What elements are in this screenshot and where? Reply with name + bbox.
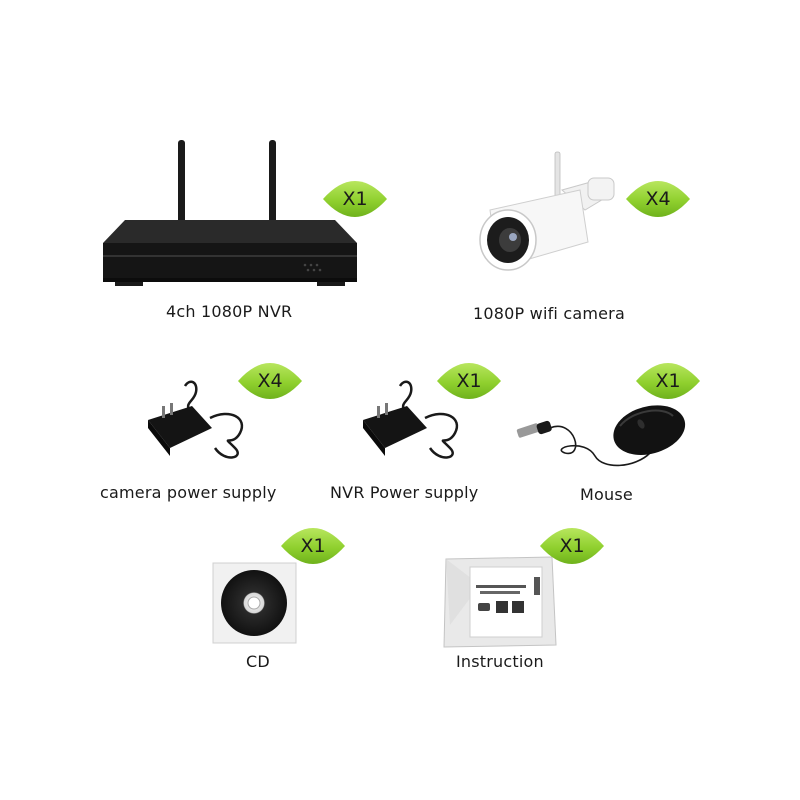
nvr-image — [103, 140, 357, 286]
quantity-badge: X1 — [323, 181, 387, 217]
quantity-badge: X1 — [281, 528, 345, 564]
mouse-label: Mouse — [580, 485, 633, 504]
nvr-power-supply-label: NVR Power supply — [330, 483, 479, 502]
cd-image — [212, 562, 297, 644]
power-adapter-image — [363, 380, 459, 459]
camera-label: 1080P wifi camera — [473, 304, 625, 323]
quantity-badge: X1 — [540, 528, 604, 564]
cd-label: CD — [246, 652, 270, 671]
instruction-label: Instruction — [456, 652, 544, 671]
camera-image — [479, 151, 615, 271]
quantity-badge: X1 — [437, 363, 501, 399]
nvr-label: 4ch 1080P NVR — [166, 302, 293, 321]
power-adapter-image — [148, 380, 244, 459]
quantity-badge: X4 — [626, 181, 690, 217]
quantity-badge: X1 — [636, 363, 700, 399]
quantity-badge: X4 — [238, 363, 302, 399]
instruction-manual-image — [443, 556, 557, 648]
mouse-image — [516, 405, 686, 467]
camera-power-supply-label: camera power supply — [100, 483, 277, 502]
